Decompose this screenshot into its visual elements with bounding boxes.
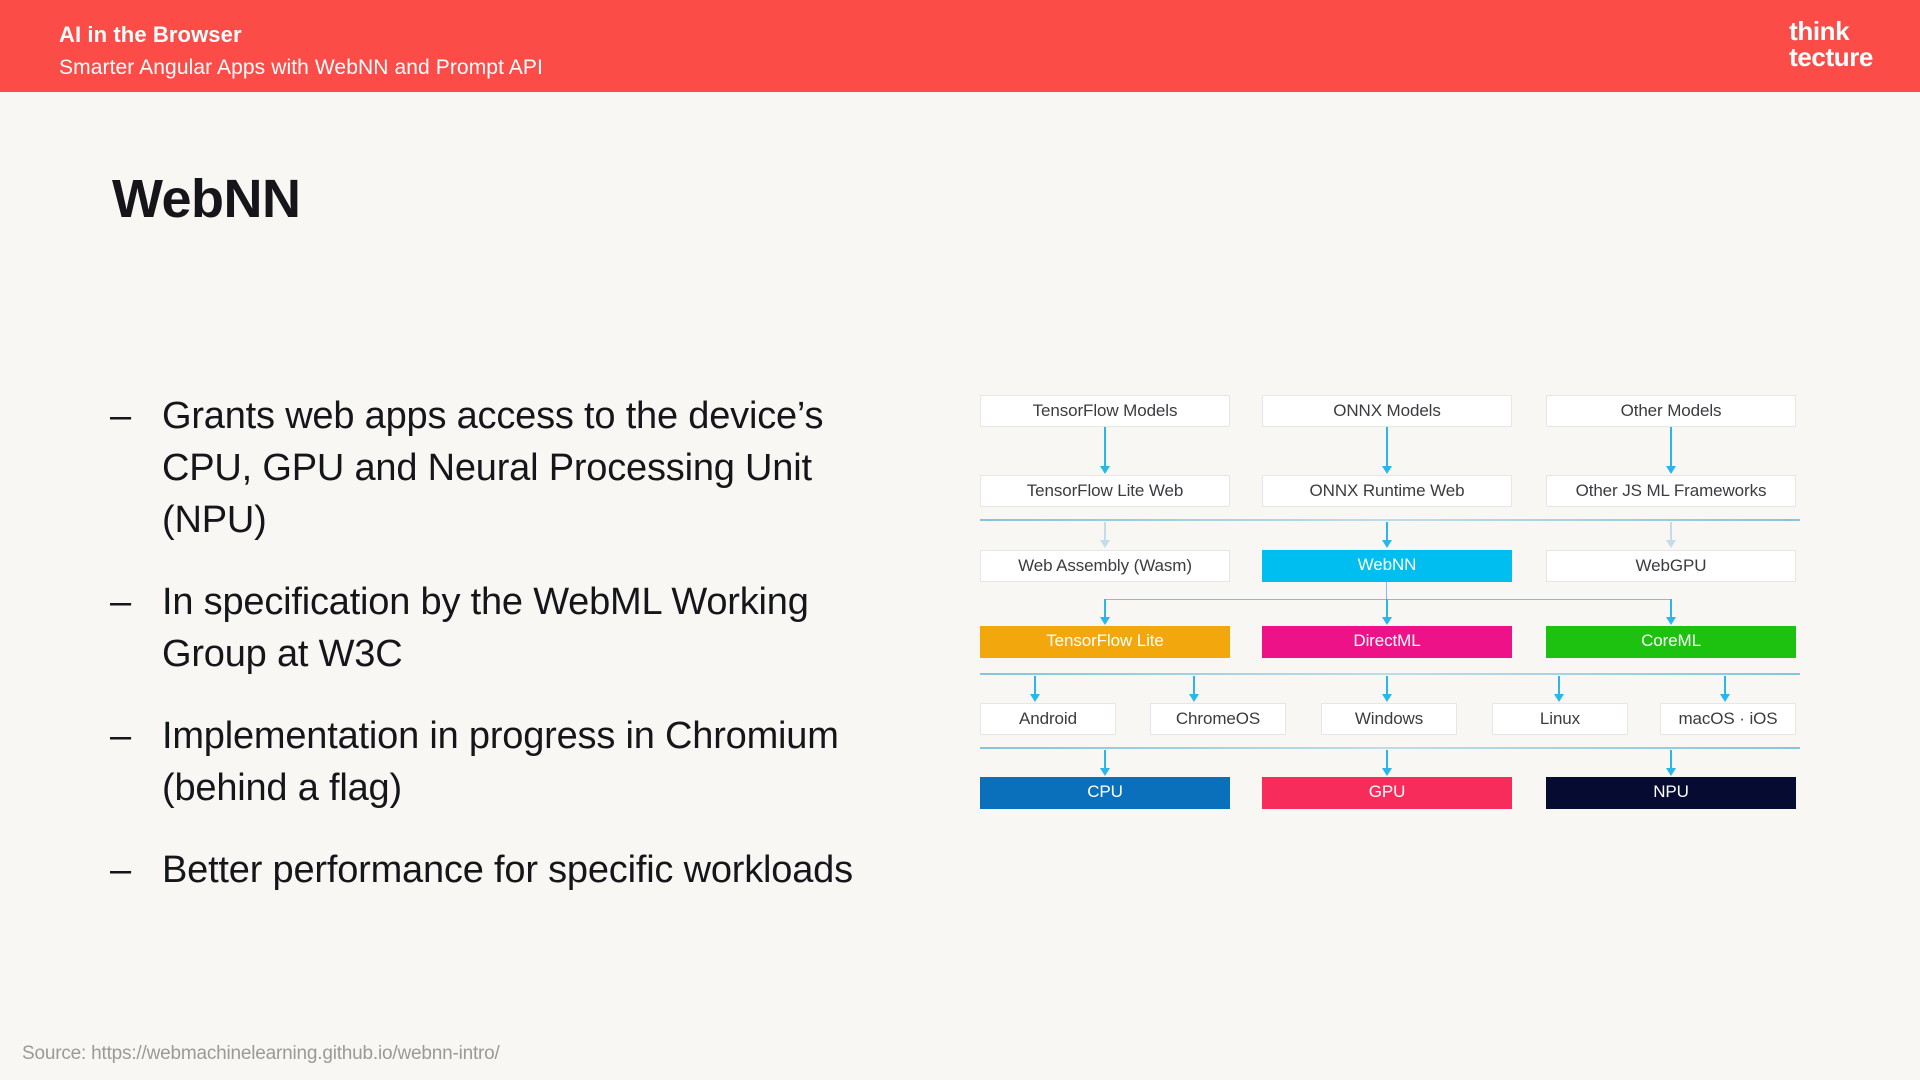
- bullet-dash-icon: –: [110, 395, 132, 437]
- diagram-node-windows: Windows: [1321, 703, 1457, 735]
- diagram-divider-hardware-layer: [980, 747, 1800, 749]
- list-item: – Implementation in progress in Chromium…: [110, 710, 880, 814]
- list-item-label: Grants web apps access to the device’s C…: [162, 395, 824, 541]
- diagram-node-webnn: WebNN: [1262, 550, 1512, 582]
- diagram-node-onnx-runtime-web: ONNX Runtime Web: [1262, 475, 1512, 507]
- list-item: – In specification by the WebML Working …: [110, 576, 880, 680]
- diagram-node-tensorflow-models: TensorFlow Models: [980, 395, 1230, 427]
- list-item-label: In specification by the WebML Working Gr…: [162, 581, 809, 675]
- webnn-stack-diagram: TensorFlow Models ONNX Models Other Mode…: [980, 395, 1800, 835]
- diagram-node-web-assembly: Web Assembly (Wasm): [980, 550, 1230, 582]
- diagram-node-gpu: GPU: [1262, 777, 1512, 809]
- list-item-label: Implementation in progress in Chromium (…: [162, 715, 839, 809]
- bullet-dash-icon: –: [110, 581, 132, 623]
- bullet-dash-icon: –: [110, 715, 132, 757]
- diagram-node-tensorflow-lite-web: TensorFlow Lite Web: [980, 475, 1230, 507]
- diagram-node-npu: NPU: [1546, 777, 1796, 809]
- diagram-node-chromeos: ChromeOS: [1150, 703, 1286, 735]
- presentation-subtitle: Smarter Angular Apps with WebNN and Prom…: [59, 56, 543, 79]
- diagram-node-cpu: CPU: [980, 777, 1230, 809]
- slide-header: AI in the Browser Smarter Angular Apps w…: [0, 0, 1920, 92]
- diagram-node-webgpu: WebGPU: [1546, 550, 1796, 582]
- diagram-node-macos-ios: macOS · iOS: [1660, 703, 1796, 735]
- logo-line-1: think: [1789, 16, 1850, 46]
- diagram-node-onnx-models: ONNX Models: [1262, 395, 1512, 427]
- diagram-node-other-models: Other Models: [1546, 395, 1796, 427]
- bullet-dash-icon: –: [110, 849, 132, 891]
- bullet-list: – Grants web apps access to the device’s…: [110, 390, 880, 926]
- diagram-node-linux: Linux: [1492, 703, 1628, 735]
- diagram-node-android: Android: [980, 703, 1116, 735]
- source-caption: Source: https://webmachinelearning.githu…: [22, 1043, 500, 1064]
- logo-line-2: tecture: [1789, 42, 1873, 72]
- thinktecture-logo: think tecture: [1789, 18, 1873, 70]
- diagram-divider-os-layer: [980, 673, 1800, 675]
- diagram-node-tensorflow-lite: TensorFlow Lite: [980, 626, 1230, 658]
- list-item-label: Better performance for specific workload…: [162, 849, 853, 891]
- diagram-node-other-js-ml-frameworks: Other JS ML Frameworks: [1546, 475, 1796, 507]
- diagram-divider-web-layer: [980, 519, 1800, 521]
- diagram-node-directml: DirectML: [1262, 626, 1512, 658]
- page-title: WebNN: [112, 169, 301, 229]
- list-item: – Better performance for specific worklo…: [110, 844, 880, 896]
- diagram-connector: [1386, 582, 1387, 599]
- list-item: – Grants web apps access to the device’s…: [110, 390, 880, 546]
- presentation-title: AI in the Browser: [59, 22, 242, 47]
- diagram-node-coreml: CoreML: [1546, 626, 1796, 658]
